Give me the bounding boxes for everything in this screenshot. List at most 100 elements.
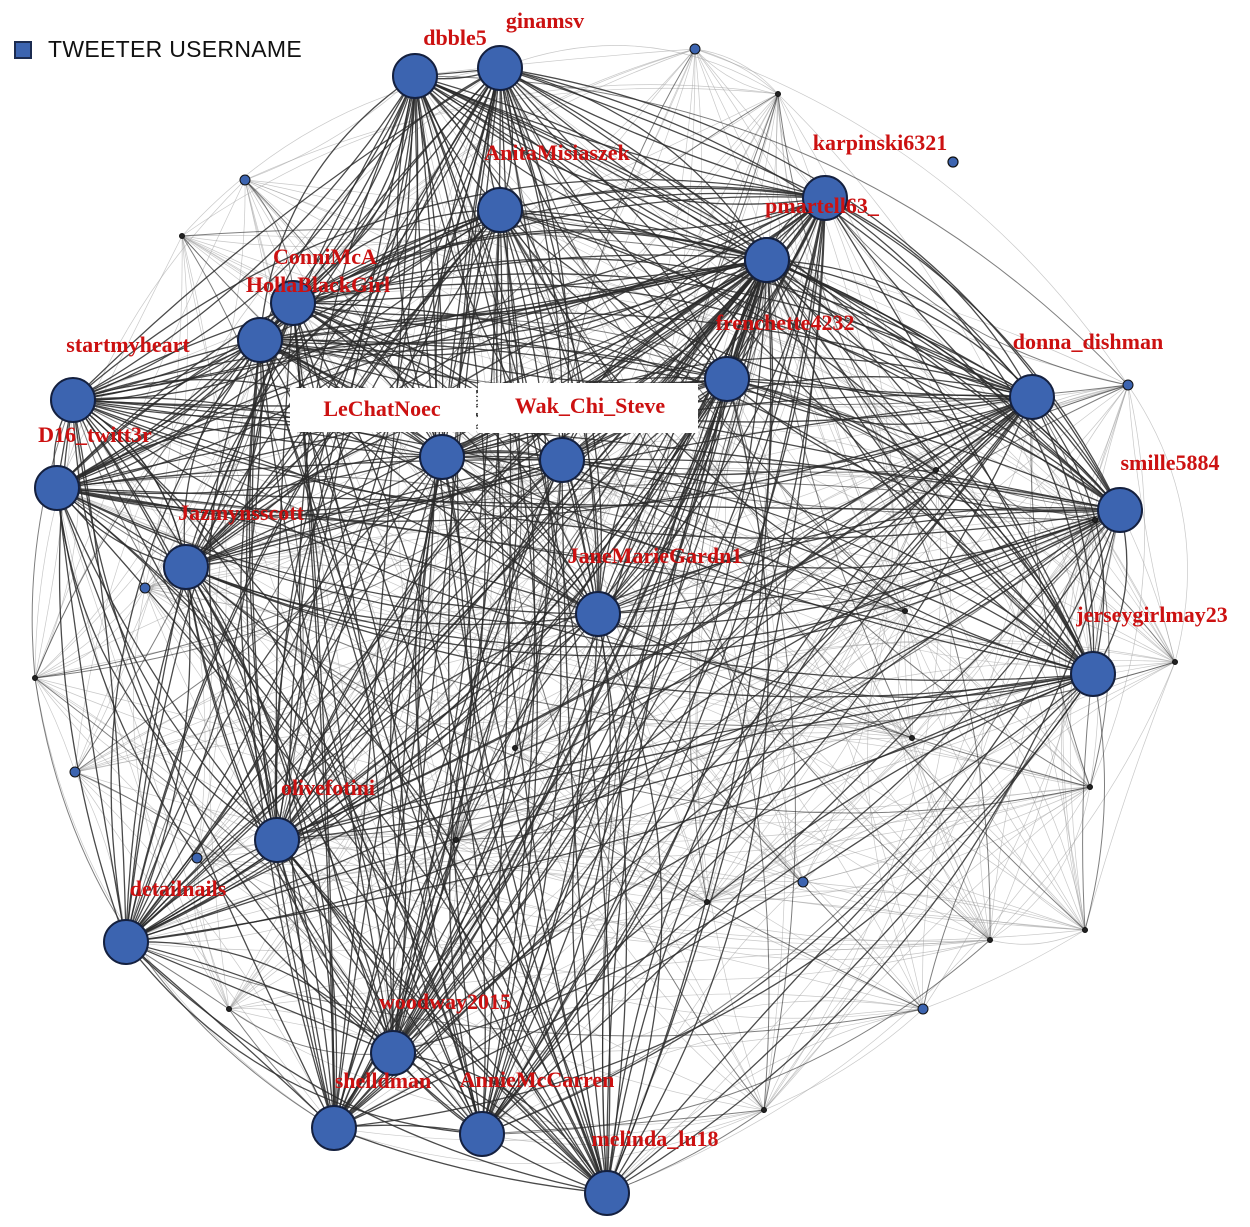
strong-edge — [56, 259, 768, 489]
strong-edge — [56, 487, 1094, 675]
strong-edge — [726, 378, 1033, 398]
strong-edge — [125, 93, 779, 943]
weak-edge — [414, 75, 1091, 788]
strong-edge — [56, 487, 906, 612]
node-startmyheart[interactable] — [50, 377, 96, 423]
weak-edge — [34, 399, 74, 679]
strong-edge — [414, 75, 1094, 675]
strong-edge — [441, 456, 924, 1010]
strong-edge — [125, 566, 187, 943]
strong-edge — [72, 254, 768, 401]
weak-edge — [196, 259, 768, 859]
strong-edge — [185, 566, 1091, 814]
label-D16_twitt3r: D16_twitt3r — [38, 422, 152, 447]
node-Jazmynsscott[interactable] — [163, 544, 209, 590]
weak-edge — [1062, 384, 1129, 931]
minor-node — [32, 675, 38, 681]
strong-edge — [441, 456, 608, 1194]
strong-edge — [766, 259, 1033, 398]
node-jerseygirlmay23[interactable] — [1070, 651, 1116, 697]
strong-edge — [824, 197, 1121, 511]
strong-edge — [56, 192, 826, 489]
strong-edge — [481, 613, 599, 1135]
node-LeChatNoec[interactable] — [419, 434, 465, 480]
node-karpinski6321[interactable] — [947, 156, 959, 168]
node-donna_dishman[interactable] — [1009, 374, 1055, 420]
weak-edge — [694, 48, 1129, 386]
minor-node — [704, 899, 710, 905]
label-LeChatNoec: LeChatNoec — [323, 396, 441, 421]
weak-edge — [196, 737, 913, 866]
node-shelldman[interactable] — [311, 1105, 357, 1151]
strong-edge — [56, 487, 1176, 727]
legend-label: TWEETER USERNAME — [48, 36, 302, 62]
weak-edge — [74, 67, 501, 773]
strong-edge — [481, 197, 826, 1135]
strong-edge — [597, 507, 1121, 615]
strong-edge — [125, 941, 394, 1054]
weak-edge — [333, 1109, 765, 1165]
strong-edge — [766, 259, 1033, 398]
weak-edge — [911, 737, 1091, 788]
node-detailnails[interactable] — [103, 919, 149, 965]
strong-edge — [125, 209, 501, 943]
weak-edge — [292, 48, 696, 304]
strong-edge — [185, 396, 1033, 568]
node-AnitaMisiaszek[interactable] — [477, 187, 523, 233]
weak-edge — [706, 737, 913, 903]
node-dbble5[interactable] — [392, 53, 438, 99]
strong-edge — [181, 235, 304, 841]
strong-edge — [56, 487, 599, 615]
weak-edge — [333, 469, 937, 1129]
weak-edge — [144, 587, 278, 841]
weak-edge — [74, 378, 728, 773]
weak-edge — [706, 890, 1086, 931]
node-HollaBlackGirl[interactable] — [237, 317, 283, 363]
strong-edge — [481, 259, 774, 1135]
weak-edge — [185, 566, 206, 859]
strong-edge — [276, 93, 779, 841]
weak-edge — [181, 235, 991, 941]
strong-edge — [125, 378, 728, 943]
label-HollaBlackGirl: HollaBlackGirl — [246, 272, 390, 297]
label-ginamsv: ginamsv — [506, 8, 584, 33]
node-D16_twitt3r[interactable] — [34, 465, 80, 511]
node-ConniMcA[interactable] — [270, 280, 316, 326]
weak-edge — [34, 677, 991, 946]
strong-edge — [333, 673, 1094, 1129]
minor-node — [775, 91, 781, 97]
strong-edge — [276, 839, 335, 1129]
minor-node — [69, 766, 81, 778]
strong-edge — [392, 1052, 608, 1194]
node-smille5884[interactable] — [1097, 487, 1143, 533]
strong-edge — [726, 378, 1176, 663]
minor-node — [1087, 784, 1093, 790]
label-startmyheart: startmyheart — [66, 332, 190, 357]
strong-edge — [333, 509, 1121, 1129]
node-melinda_lu18[interactable] — [584, 1170, 630, 1216]
strong-edge — [74, 259, 768, 773]
weak-edge — [1127, 384, 1188, 663]
strong-edge — [392, 378, 728, 1054]
strong-edge — [766, 259, 1094, 675]
node-Wak_Chi_Steve[interactable] — [539, 437, 585, 483]
weak-edge — [481, 1008, 924, 1135]
node-ginamsv[interactable] — [477, 45, 523, 91]
strong-edge — [766, 259, 1094, 675]
node-AnnieMcCarren[interactable] — [459, 1111, 505, 1157]
strong-edge — [125, 941, 924, 1037]
strong-edge — [292, 185, 826, 304]
node-pmartell63_[interactable] — [802, 175, 848, 221]
node-olivefotini[interactable] — [254, 817, 300, 863]
strong-edge — [72, 342, 728, 401]
label-smille5884: smille5884 — [1121, 450, 1220, 475]
user-node[interactable] — [704, 356, 750, 402]
strong-edge — [333, 384, 1129, 1129]
strong-edge — [276, 839, 608, 1194]
node-JaneMarieGardn1[interactable] — [575, 591, 621, 637]
user-node[interactable] — [744, 237, 790, 283]
strong-edge — [606, 197, 826, 1194]
node-woodway2015[interactable] — [370, 1030, 416, 1076]
strong-edge — [481, 378, 728, 1135]
strong-edge — [606, 396, 1033, 1194]
